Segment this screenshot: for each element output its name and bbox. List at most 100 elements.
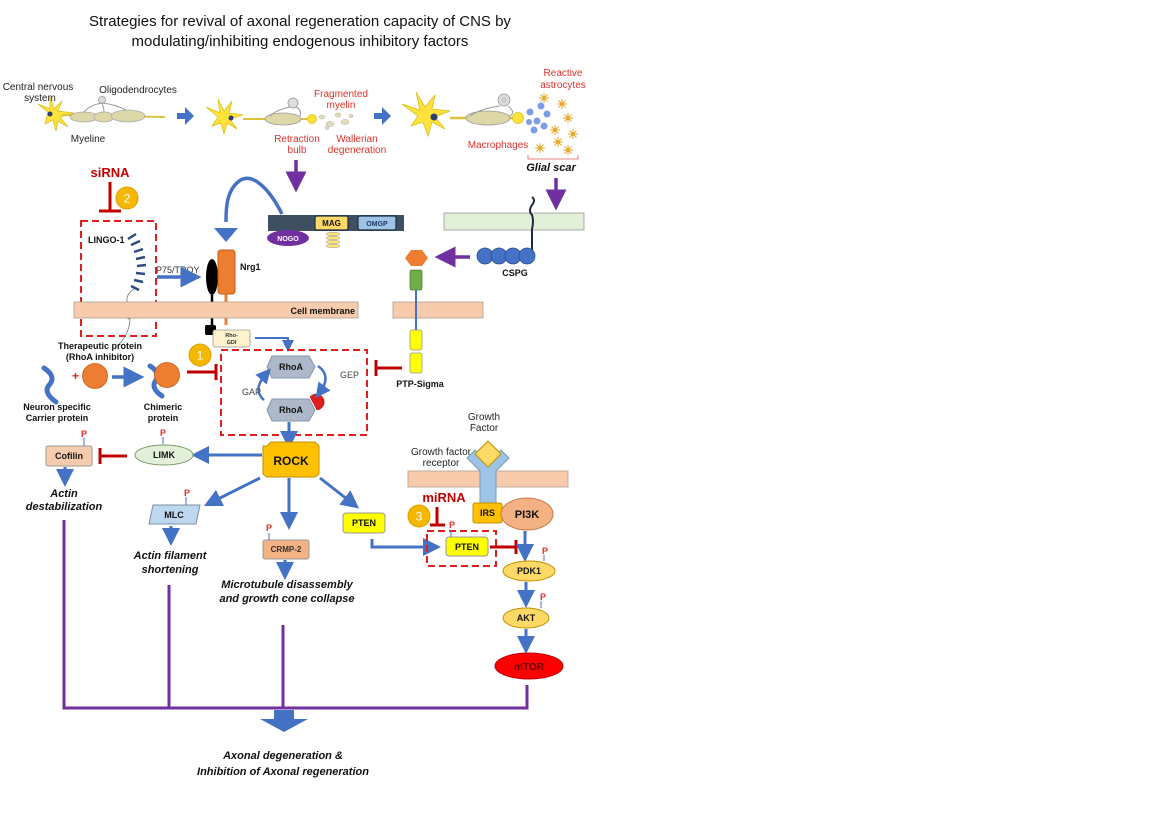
curved-arrowhead [214,228,238,242]
sirna-label: siRNA [90,165,130,180]
omgp-ligand [357,215,397,231]
final-outcome-1: Axonal degeneration & [222,750,343,762]
mlc-label: MLC [164,510,184,520]
label-macrophages: Macrophages [468,140,529,151]
rock-to-pten-arrow [319,476,360,509]
gfr-label-1: Growth factor [411,447,472,458]
rho-gdi-to-rhoa-arrow [255,337,294,352]
therapeutic-title-2: (RhoA inhibitor) [66,352,134,362]
pten-left-label: PTEN [352,518,376,528]
pten-left-node [342,512,386,534]
cell-membrane-left [73,301,359,319]
rock-node [262,441,320,478]
crmp2-phospho: P [266,523,272,533]
microtubule-2: and growth cone collapse [219,593,354,605]
carrier-protein-icon [41,365,59,405]
akt-node [502,607,550,629]
carrier-label-1: Neuron specific [23,402,91,412]
therapeutic-protein-icon [82,363,108,389]
ptp-inhibit-rhoa [374,360,402,376]
myelin-to-nrg1-curved-arrow [224,176,284,223]
omgp-label: OMGP [366,221,388,228]
convergence-lines [62,520,529,710]
crmp2-label: CRMP-2 [271,545,302,554]
carrier-label-2: Carrier protein [26,413,89,423]
pten-to-pten-arrow [370,538,441,556]
ptp-sigma-label: PTP-Sigma [396,379,445,389]
gfr-label-2: receptor [423,458,460,469]
pdk1-label: PDK1 [517,566,541,576]
stage-arrow-2 [374,107,391,125]
pten-right-node [445,536,489,557]
chimeric-label-1: Chimeric [144,402,183,412]
rhoa-top-label: RhoA [279,362,303,372]
mirna-label: miRNA [422,490,466,505]
strategy-1-number: 1 [197,349,204,363]
mirna-inhibit-bar [430,507,445,527]
limk-label: LIMK [153,450,175,460]
crmp2-node [262,539,310,560]
rock-label: ROCK [273,454,309,468]
gep-arrow [315,364,331,399]
growth-factor-1: Growth [468,412,500,423]
stage-arrow-1 [177,107,194,125]
strategy-2-number: 2 [124,192,131,206]
limk-phospho: P [160,428,166,438]
limk-node [134,444,194,466]
injured-neuron-illustration [205,97,354,136]
rhoa-inactive [266,398,316,422]
label-cns-1: Central nervous [3,82,74,93]
chimeric-label-2: protein [148,413,179,423]
rho-gdi-label-1: Rho- [225,333,238,339]
mtor-label: mTOR [514,662,545,673]
rhoa-active [266,355,316,379]
healthy-neuron-illustration [37,96,166,132]
label-cns-2: system [24,93,56,104]
gep-label: GEP [340,370,359,380]
label-reactive-1: Reactive [544,68,583,79]
title-line-1: Strategies for revival of axonal regener… [89,13,511,30]
irs-label: IRS [480,508,495,518]
strategy-3-number: 3 [416,510,423,524]
cspg-molecule [476,247,536,265]
strategy-1-badge [188,343,212,367]
label-wallerian-1: Wallerian [336,134,377,145]
cofilin-phospho: P [81,429,87,439]
nrg1-label: Nrg1 [240,262,261,272]
lingo-receptor-icon [117,232,147,346]
pten-right-label: PTEN [455,542,479,552]
therapeutic-title-1: Therapeutic protein [58,341,142,351]
pi3k-node [500,497,554,531]
pten-inhibit-pdk1 [490,540,518,554]
mtor-node [494,652,564,680]
cofilin-label: Cofilin [55,451,83,461]
rhoa-bottom-label: RhoA [279,405,303,415]
cell-membrane-label: Cell membrane [290,306,355,316]
actin-short-2: shortening [142,564,199,576]
mlc-phospho: P [184,488,190,498]
label-fragmented-1: Fragmented [314,89,368,100]
growth-factor-ligand [474,440,502,468]
strategy-2-badge [115,186,139,210]
lingo-label: LINGO-1 [88,235,125,245]
label-retraction-2: bulb [288,145,307,156]
chimeric-inhibit-rhoa [187,364,218,380]
gdp-marker [309,393,325,411]
final-outcome-arrow [260,710,308,732]
gap-label: GAP [242,387,261,397]
cspg-label: CSPG [502,268,528,278]
strategy-2-target-box [80,220,157,337]
limk-inhibit-cofilin [98,448,127,464]
nogo-ligand [267,230,309,246]
pdk1-node [502,560,556,582]
ngr-receptor-black [206,259,218,295]
glial-scar-illustration [401,91,579,160]
microtubule-1: Microtubule disassembly [221,579,353,591]
label-glial-scar: Glial scar [526,162,576,174]
strategy-3-badge [407,504,431,528]
actin-destab-2: destabilization [26,501,103,513]
cofilin-node [45,445,93,467]
mag-ig-domains-icon [325,231,341,249]
mag-ligand [314,215,349,231]
